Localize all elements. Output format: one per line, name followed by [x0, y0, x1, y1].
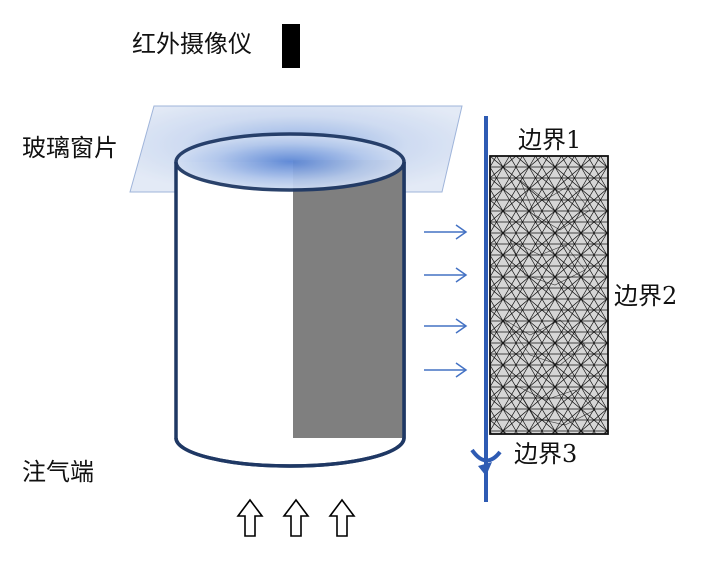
flow-arrows: [424, 224, 468, 378]
right-arrow-icon: [424, 224, 468, 240]
cylinder-bottom-edge: [174, 437, 406, 468]
right-arrow-icon: [424, 362, 468, 378]
up-arrow-icon: [328, 498, 356, 537]
inlet-label: 注气端: [22, 458, 94, 486]
curved-down-arrow-icon: [470, 448, 502, 476]
inlet-arrows: [236, 498, 356, 537]
right-arrow-icon: [424, 267, 468, 283]
camera-label: 红外摄像仪: [132, 30, 252, 58]
boundary2-label: 边界2: [614, 282, 678, 310]
boundary1-label: 边界1: [518, 126, 582, 154]
right-arrow-icon: [424, 318, 468, 334]
up-arrow-icon: [282, 498, 310, 537]
glass-label: 玻璃窗片: [22, 134, 118, 162]
boundary3-label: 边界3: [514, 440, 578, 468]
cylinder-top: [174, 132, 406, 192]
up-arrow-icon: [236, 498, 264, 537]
camera-icon: [282, 24, 300, 68]
mesh-domain: [489, 155, 609, 435]
sample-block: [293, 160, 404, 438]
